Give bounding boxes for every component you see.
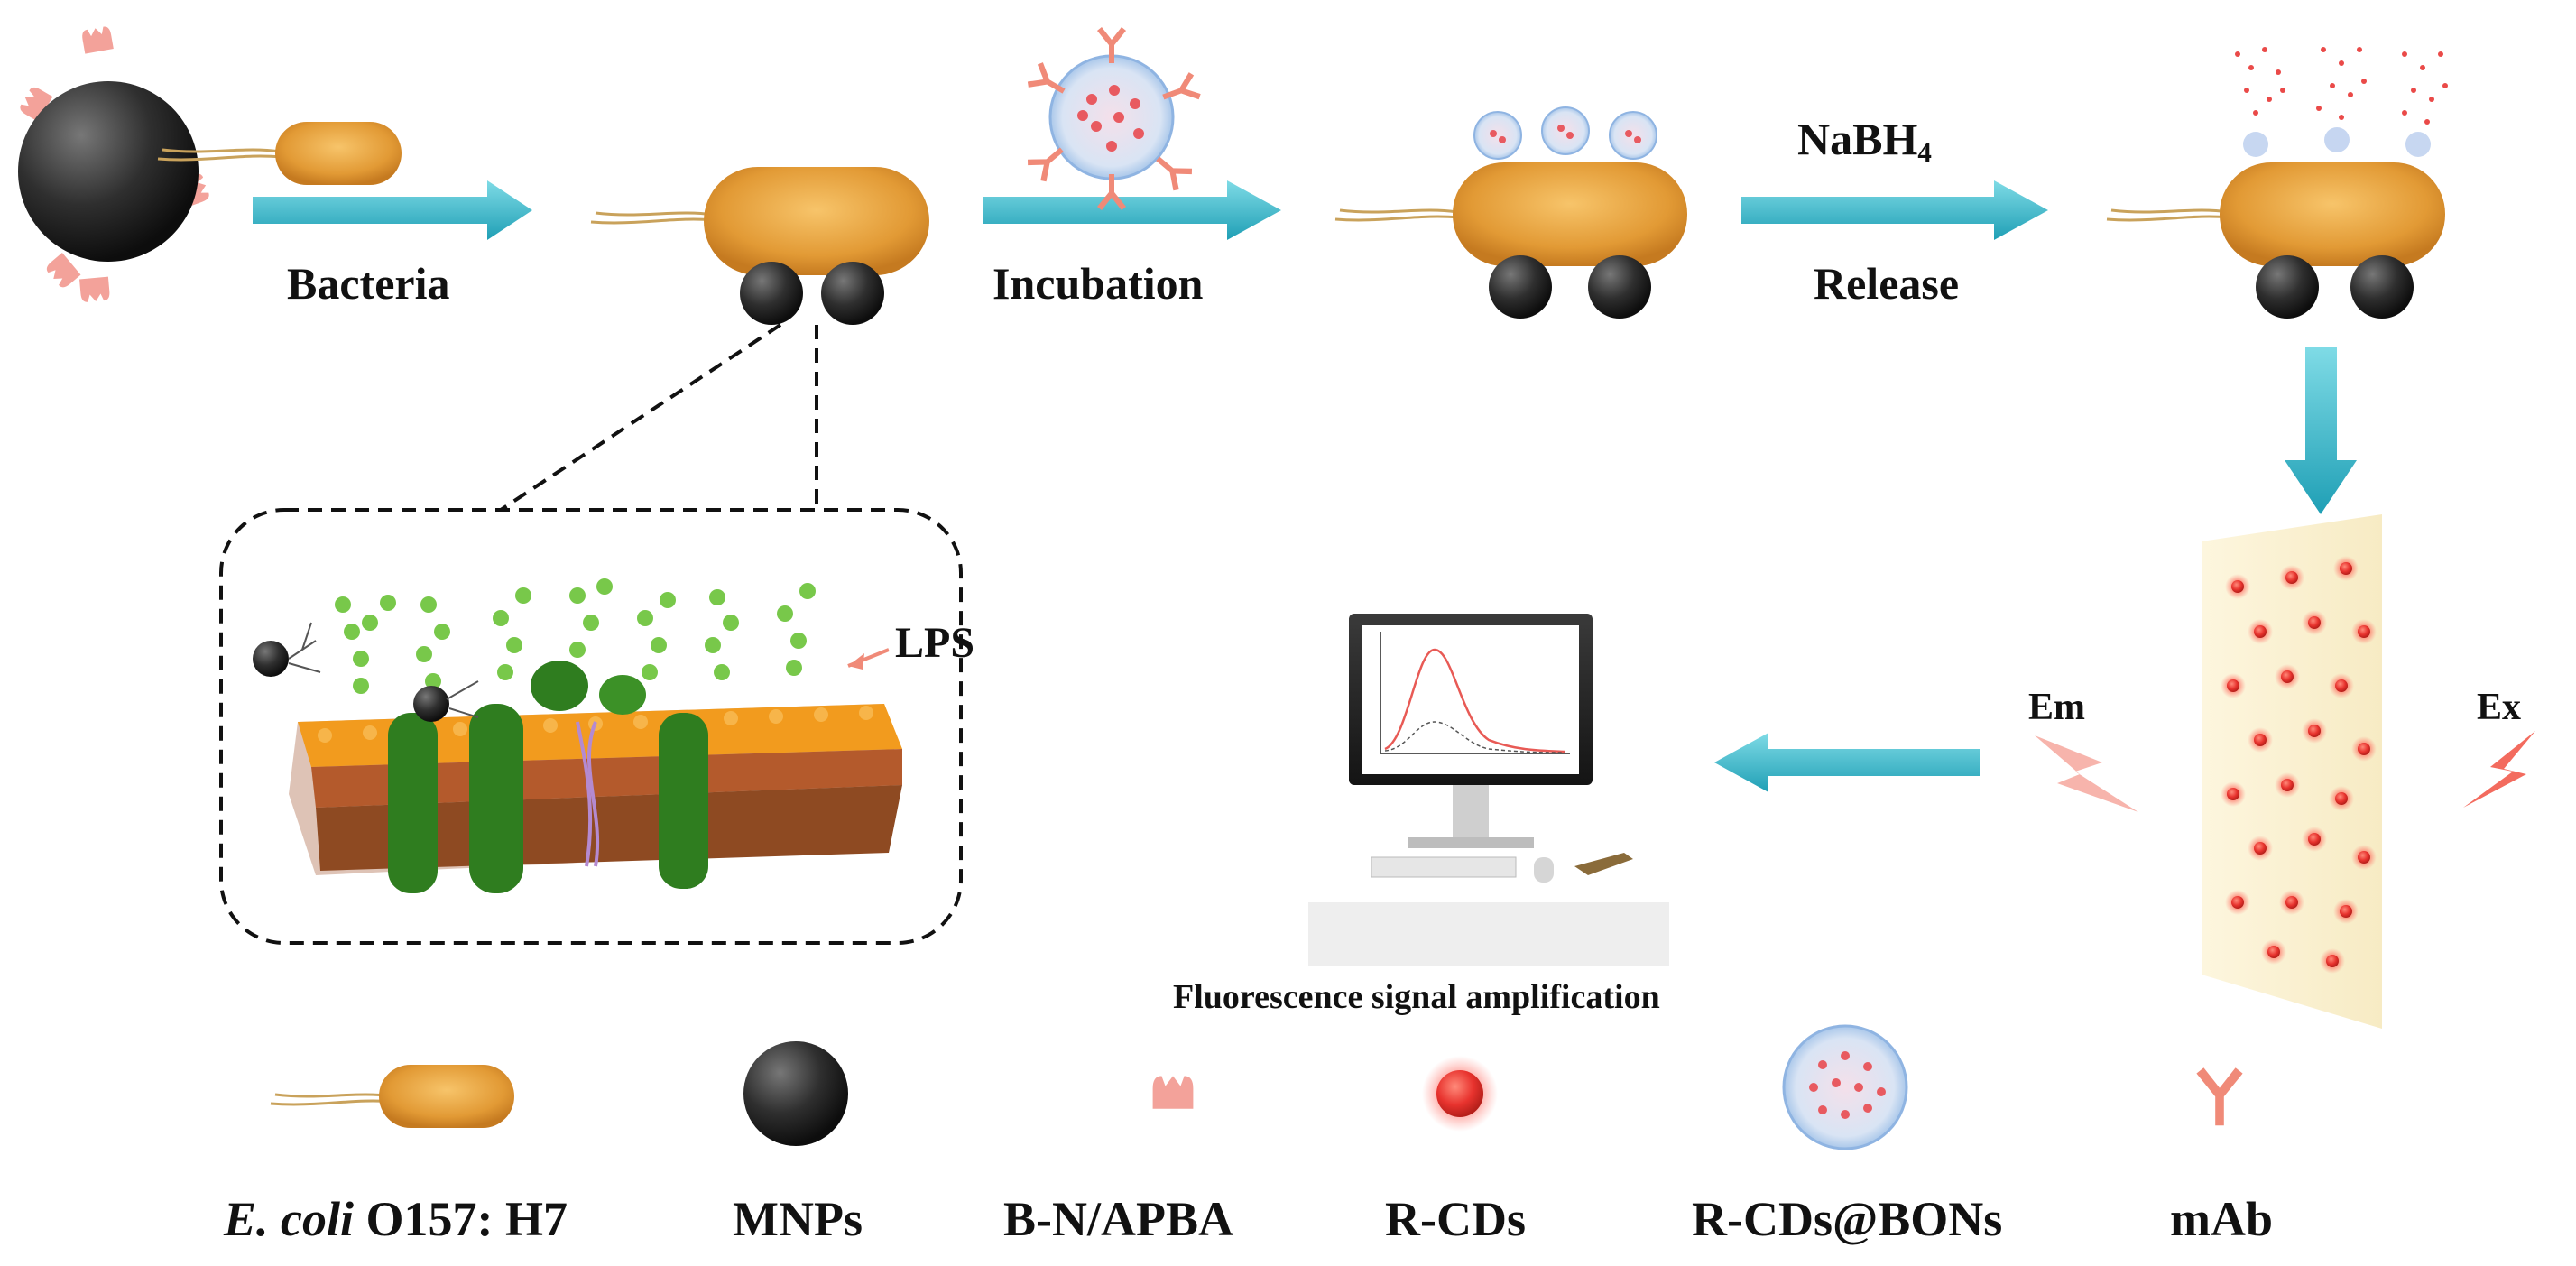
spectrum-plot	[1380, 632, 1570, 754]
arrow-2	[983, 180, 1281, 240]
bon-mab-probe	[1024, 27, 1203, 210]
released-cds	[2235, 47, 2448, 125]
arrow-left	[1714, 733, 1980, 792]
lps-chains	[335, 578, 816, 694]
em-lightning-icon	[2035, 735, 2138, 812]
legend-ecoli-strain: O157: H7	[365, 1192, 568, 1246]
label-reagent: NaBH4	[1797, 113, 1932, 169]
arrow-down	[2285, 347, 2357, 514]
legend-mnp-icon	[743, 1041, 848, 1146]
bacterium-reagent	[156, 122, 402, 185]
fluorescence-panel	[2035, 514, 2535, 1029]
label-bacteria: Bacteria	[287, 258, 450, 309]
membrane-inset	[219, 323, 963, 945]
label-em: Em	[2028, 687, 2085, 728]
legend-bn-apba-label: B-N/APBA	[1003, 1192, 1233, 1246]
legend-ecoli-species: E. coli	[224, 1192, 354, 1246]
legend-ecoli-icon	[269, 1065, 514, 1128]
legend-rcds-bons-label: R-CDs@BONs	[1692, 1192, 2003, 1246]
ex-lightning-icon	[2463, 731, 2535, 808]
label-incubation: Incubation	[993, 258, 1204, 309]
label-readout: Fluorescence signal amplification	[1173, 978, 1660, 1016]
captured-bacterium	[589, 167, 929, 325]
arrow-1	[253, 180, 532, 240]
mnp-start	[17, 25, 211, 303]
label-lps: LPS	[895, 619, 975, 667]
legend-ecoli-label: E. coli O157: H7	[224, 1191, 568, 1247]
legend-mab-icon	[2196, 1067, 2243, 1126]
legend-apba-icon	[1152, 1076, 1194, 1109]
label-ex: Ex	[2477, 687, 2522, 728]
legend-rcds-label: R-CDs	[1385, 1192, 1526, 1246]
label-release: Release	[1814, 258, 1960, 309]
reagent-formula: NaBH	[1797, 114, 1918, 164]
sandwich-complex	[1334, 106, 1687, 319]
reagent-subscript: 4	[1917, 135, 1932, 168]
arrow-3	[1741, 180, 2048, 240]
computer-readout	[1308, 614, 1669, 966]
legend-mnps-label: MNPs	[733, 1192, 863, 1246]
released-complex	[2105, 47, 2448, 319]
legend-bon-icon	[1782, 1024, 1908, 1150]
legend-rcd-icon	[1422, 1056, 1498, 1132]
legend-mab-label: mAb	[2170, 1192, 2274, 1246]
